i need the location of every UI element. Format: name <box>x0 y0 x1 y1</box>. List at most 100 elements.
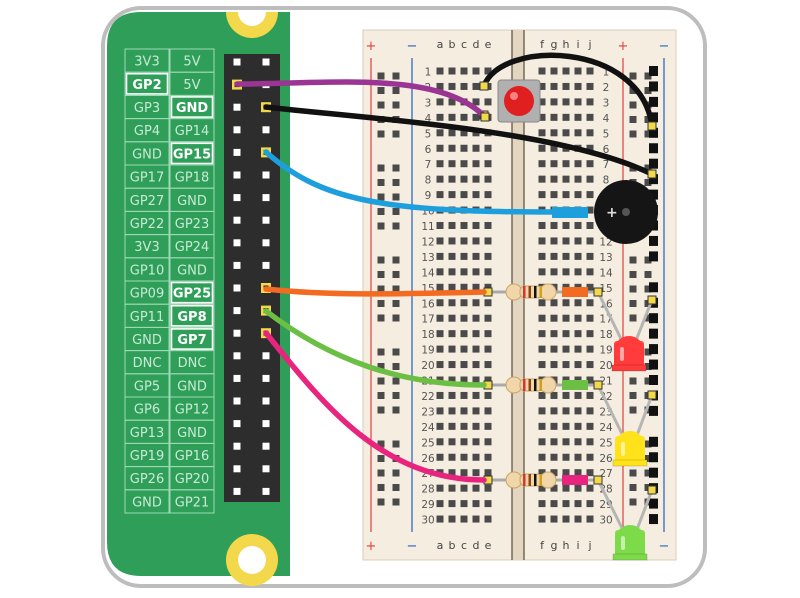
bb-hole <box>460 407 468 415</box>
bb-hole <box>550 515 558 523</box>
row-number-right: 14 <box>599 267 613 279</box>
row-number-right: 1 <box>603 67 610 79</box>
bb-hole <box>448 299 456 307</box>
pin-label-gp2-1-0: GP2 <box>124 71 170 96</box>
rail-strip <box>649 375 658 385</box>
bb-hole <box>472 252 480 260</box>
rail-hole <box>377 208 385 215</box>
bb-hole <box>448 237 456 245</box>
bb-hole <box>472 283 480 291</box>
rail-strip <box>649 313 658 324</box>
pin-label-text: GP22 <box>130 217 164 232</box>
bb-hole <box>574 391 582 399</box>
bb-hole <box>448 144 456 152</box>
row-number-left: 19 <box>421 345 434 357</box>
rail-hole <box>629 271 637 278</box>
bb-hole <box>586 407 594 415</box>
bb-hole <box>472 144 480 152</box>
bb-hole <box>550 345 558 353</box>
bb-hole <box>436 361 444 369</box>
resistor-1 <box>483 283 603 301</box>
bb-hole <box>538 299 546 307</box>
bb-hole <box>484 314 492 322</box>
pin-label-text: GND <box>132 147 162 162</box>
bb-hole <box>562 129 570 137</box>
header-pin-2-0 <box>233 103 241 111</box>
bb-hole <box>484 160 492 168</box>
bb-hole <box>574 222 582 229</box>
bb-hole <box>448 453 456 461</box>
row-number-right: 20 <box>599 360 612 372</box>
row-number-left: 17 <box>421 314 434 326</box>
bb-hole <box>550 500 558 508</box>
bb-hole <box>574 500 582 508</box>
header-pin-7-1 <box>262 216 270 224</box>
column-letter-f: f <box>540 539 545 552</box>
bb-hole <box>538 175 546 183</box>
rail-hole <box>377 256 385 264</box>
rail-hole <box>392 392 400 399</box>
bb-hole <box>538 98 546 106</box>
rail-hole <box>644 440 652 448</box>
bb-hole <box>574 407 582 415</box>
breadboard-labels: 1122334455667788991010111112121313141415… <box>366 38 670 554</box>
bb-hole <box>574 484 582 492</box>
bb-hole <box>448 391 456 399</box>
bb-hole <box>538 144 546 152</box>
lead-pad <box>647 485 657 495</box>
pin-label-text: GND <box>177 194 207 209</box>
bb-hole <box>448 330 456 338</box>
bb-hole <box>436 438 444 446</box>
header-pin-13-0 <box>233 352 241 360</box>
rail-hole <box>644 348 652 356</box>
bb-hole <box>472 453 480 461</box>
buzzer: + <box>552 180 658 244</box>
column-letter-b: b <box>449 38 456 51</box>
column-letter-c: c <box>461 38 467 51</box>
bb-hole <box>550 191 558 199</box>
rail-hole <box>377 101 385 109</box>
rail-hole <box>392 498 400 506</box>
rail-hole <box>377 72 385 80</box>
bb-hole <box>472 191 480 199</box>
row-number-left: 4 <box>425 113 432 125</box>
bb-hole <box>448 191 456 199</box>
column-letter-h: h <box>563 539 570 552</box>
bb-hole <box>538 129 546 137</box>
row-number-right: 5 <box>603 128 610 140</box>
bb-hole <box>436 299 444 307</box>
header-pin-3-1 <box>262 126 270 134</box>
rail-strip <box>649 467 658 478</box>
row-number-right: 13 <box>599 252 612 264</box>
rail-sign: + <box>618 39 629 54</box>
row-number-left: 28 <box>421 484 434 496</box>
rail-sign: − <box>659 539 670 554</box>
bb-hole <box>460 82 468 90</box>
bb-hole <box>448 222 456 229</box>
column-letter-g: g <box>551 38 558 51</box>
row-number-left: 9 <box>425 190 432 202</box>
pin-label-text: GP7 <box>177 333 206 348</box>
bb-hole <box>484 98 492 106</box>
bb-hole <box>550 422 558 430</box>
wire-purple-gp2 <box>234 79 488 120</box>
rail-hole <box>377 271 385 278</box>
rail-hole <box>392 314 400 322</box>
pin-label-text: DNC <box>133 356 162 371</box>
bb-hole <box>538 330 546 338</box>
bb-hole <box>448 82 456 90</box>
pin-label-text: GND <box>132 333 162 348</box>
pin-label-text: GND <box>177 263 207 278</box>
bb-hole <box>472 175 480 183</box>
rail-strip <box>649 498 658 509</box>
bb-hole <box>574 453 582 461</box>
bb-hole <box>574 98 582 106</box>
row-number-left: 3 <box>425 97 432 109</box>
bb-hole <box>538 391 546 399</box>
bb-hole <box>448 175 456 183</box>
bb-hole <box>586 453 594 461</box>
bb-hole <box>562 422 570 430</box>
row-number-right: 8 <box>603 175 610 187</box>
pin-label-text: GP5 <box>134 379 160 394</box>
